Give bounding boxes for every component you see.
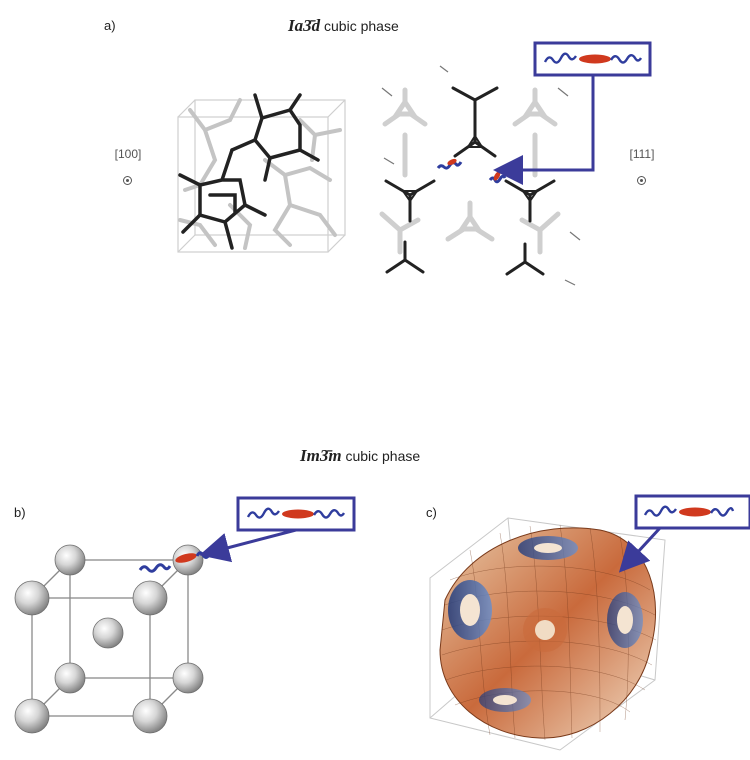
polymer-chain-small-icon (436, 158, 507, 184)
ia3d-network-100-view (177, 93, 346, 253)
panel-bc-title: Im3̄m cubic phase (300, 446, 420, 466)
view-direction-111-icon (637, 176, 646, 185)
ia3d-network-111-view (379, 65, 581, 286)
view-direction-100-icon (123, 176, 132, 185)
panel-c-label: c) (426, 505, 437, 520)
polymer-callout-b (199, 496, 356, 563)
panel-bc-space-group: Im3̄m (300, 446, 342, 465)
polymer-callout-c (618, 494, 750, 573)
direction-111-label: [111] (629, 147, 655, 161)
panel-a-title: Ia3̄d cubic phase (288, 16, 399, 36)
panel-a-title-rest: cubic phase (324, 18, 399, 34)
panel-bc-title-rest: cubic phase (345, 448, 421, 464)
direction-100-label: [100] (114, 147, 142, 161)
panel-a-label: a) (104, 18, 116, 33)
panel-b-label: b) (14, 505, 26, 520)
im3m-periodic-surface (429, 517, 666, 751)
polymer-callout-a (493, 41, 652, 185)
panel-a-space-group: Ia3̄d (288, 16, 321, 35)
bcc-sphere-lattice (14, 544, 211, 734)
